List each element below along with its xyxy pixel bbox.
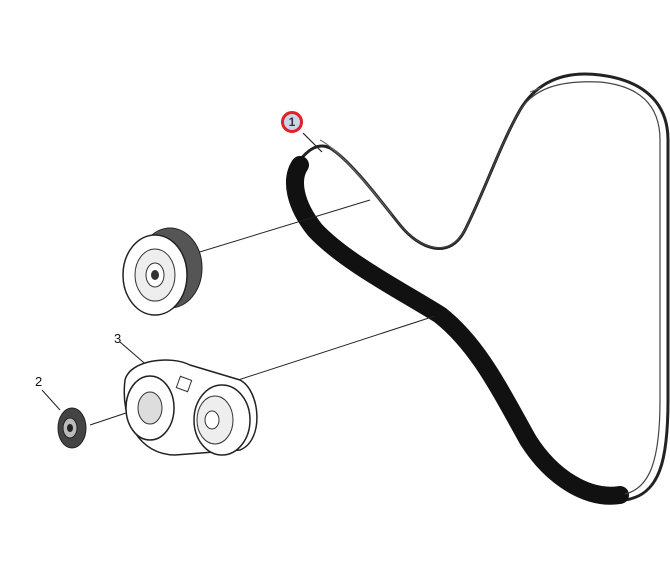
leader-line-2 [41, 389, 61, 411]
callout-2[interactable]: 2 [35, 374, 43, 389]
leader-line-idler [179, 199, 371, 259]
tensioner-cap [57, 407, 87, 449]
drive-belt [286, 72, 670, 505]
leader-line-1 [302, 132, 323, 153]
leader-line-tensioner-pulley [231, 315, 436, 383]
belt-tensioner [123, 359, 258, 456]
callout-3[interactable]: 3 [114, 331, 122, 346]
idler-pulley [122, 227, 203, 316]
callout-1-belt[interactable]: 1 [281, 111, 303, 133]
